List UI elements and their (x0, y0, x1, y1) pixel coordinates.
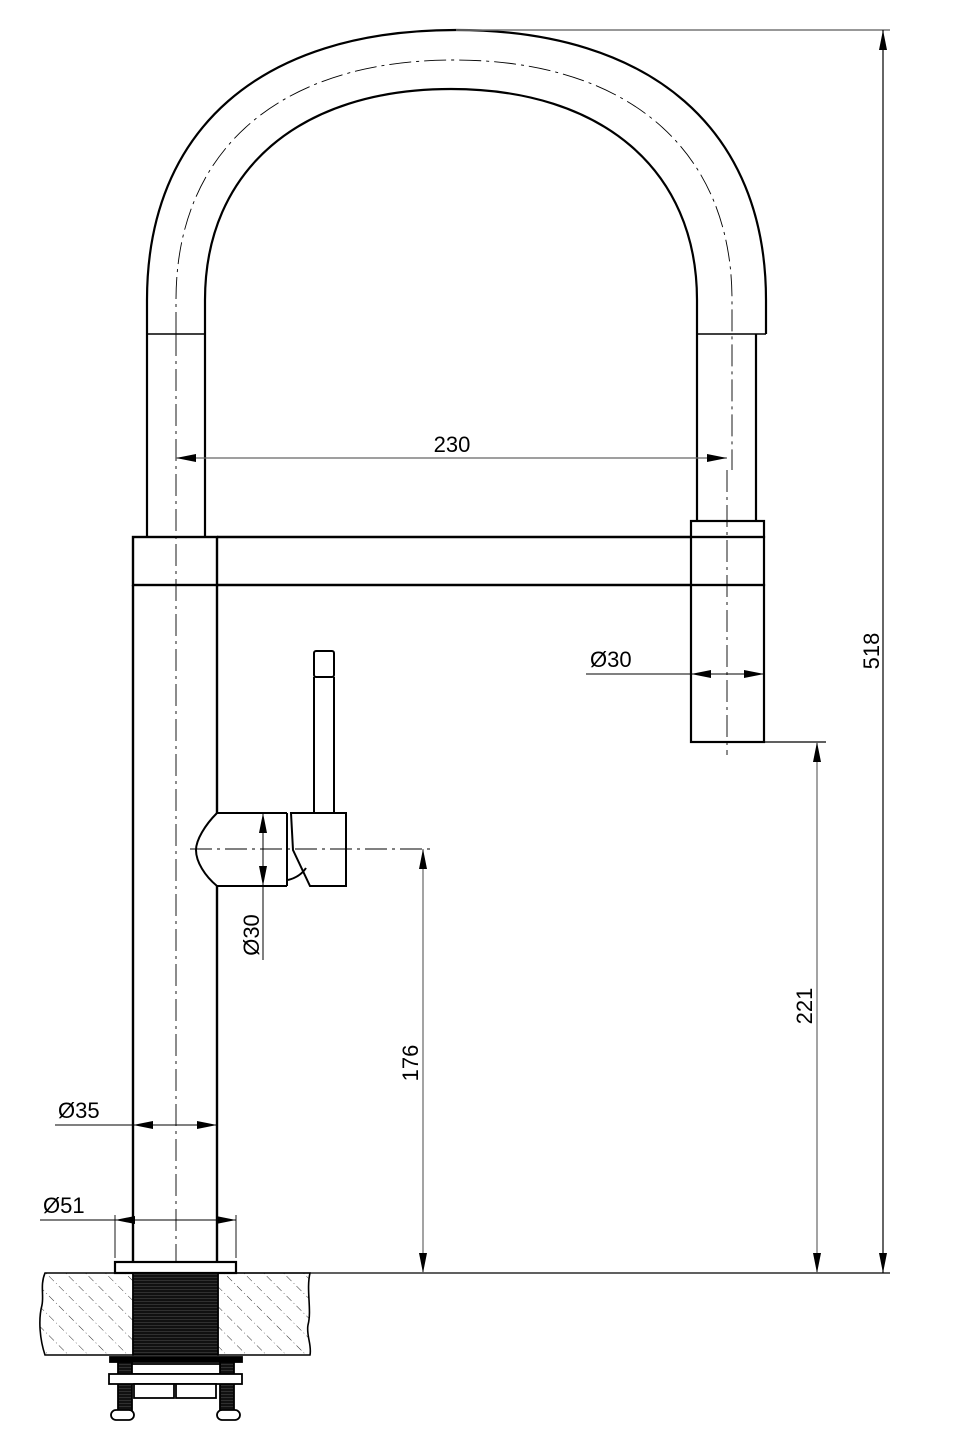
countertop-section (39, 1272, 312, 1356)
dimension-spout-reach: 230 (176, 432, 727, 462)
dimension-label-176: 176 (398, 1045, 423, 1082)
dimension-label-spray-dia: Ø30 (590, 647, 632, 672)
faucet-body (131, 535, 219, 1262)
arch-centerline (175, 59, 733, 470)
base-flange (113, 1260, 238, 1275)
dimension-label-handle-dia: Ø30 (239, 914, 264, 956)
dimension-spray-diameter: Ø30 (586, 647, 764, 678)
dimension-label-base-dia: Ø51 (43, 1193, 85, 1218)
dimension-handle-diameter: Ø30 (239, 813, 267, 960)
right-riser (689, 334, 766, 539)
threaded-shank (132, 1272, 219, 1356)
dimension-outlet-height: 221 (764, 741, 826, 1273)
dimension-label-body-dia: Ø35 (58, 1098, 100, 1123)
spray-head (689, 535, 766, 744)
dimension-total-height: 518 (236, 29, 890, 1274)
dimension-base-diameter: Ø51 (40, 1193, 237, 1258)
dimension-label-230: 230 (434, 432, 471, 457)
dimension-label-221: 221 (792, 988, 817, 1025)
lever-handle (194, 650, 347, 887)
spout-arch (145, 28, 768, 335)
dimension-handle-height: 176 (398, 849, 427, 1273)
horizontal-bar (217, 535, 691, 587)
mounting-hardware (108, 1356, 243, 1421)
dimension-body-diameter: Ø35 (55, 1098, 217, 1129)
left-riser (145, 334, 207, 537)
dimension-label-518: 518 (859, 633, 884, 670)
